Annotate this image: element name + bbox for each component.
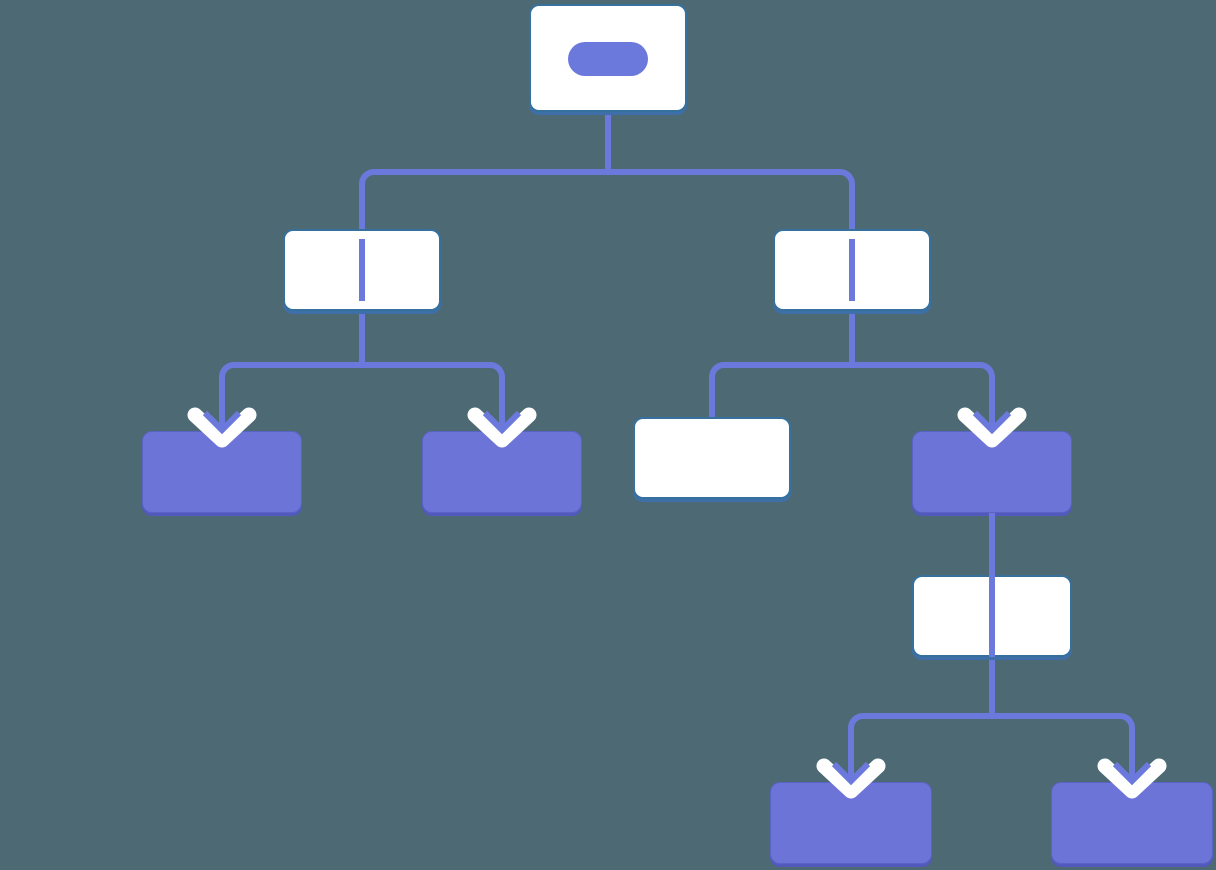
level2-left-node[interactable] bbox=[283, 229, 441, 311]
root-node-pill bbox=[568, 42, 648, 76]
level5-right-node[interactable] bbox=[1051, 782, 1213, 864]
level3-node-d[interactable] bbox=[912, 431, 1072, 513]
level5-left-node[interactable] bbox=[770, 782, 932, 864]
level2-right-node[interactable] bbox=[773, 229, 931, 311]
level3-node-a[interactable] bbox=[142, 431, 302, 513]
level4-node[interactable] bbox=[912, 575, 1072, 657]
level3-node-c[interactable] bbox=[633, 417, 791, 499]
root-node[interactable] bbox=[529, 4, 687, 112]
level3-node-b[interactable] bbox=[422, 431, 582, 513]
